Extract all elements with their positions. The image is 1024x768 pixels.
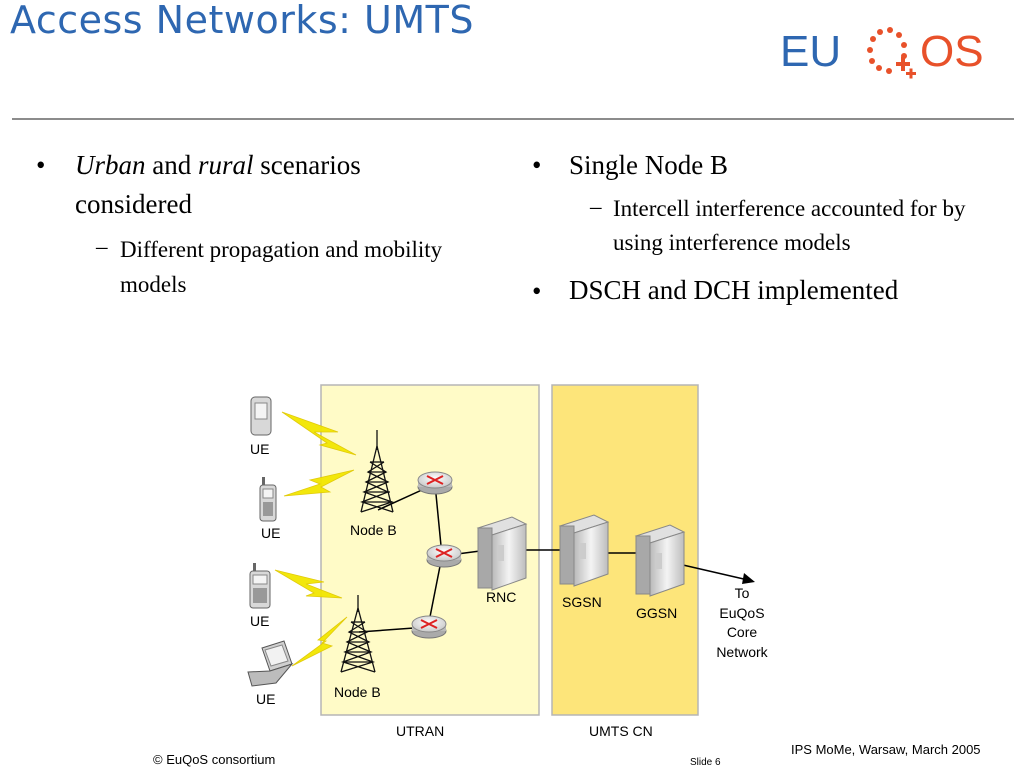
laptop-icon — [247, 640, 294, 687]
footer-copyright: © EuQoS consortium — [153, 752, 276, 767]
utran-label: UTRAN — [396, 723, 445, 739]
logo-text-os: OS — [920, 27, 984, 76]
bullet-dot: • — [532, 150, 542, 180]
bullet-dot: • — [532, 276, 542, 306]
ggsn-label: GGSN — [636, 605, 678, 621]
sub-bullet-interference: Intercell interference accounted for by … — [613, 196, 966, 255]
footer-event: IPS MoMe, Warsaw, March 2005 — [791, 742, 981, 757]
ue-label: UE — [250, 441, 270, 457]
lightning-icon — [281, 411, 357, 456]
router-icon — [426, 544, 462, 568]
antenna-tower-icon — [340, 595, 376, 673]
node-b-label: Node B — [334, 684, 381, 700]
sgsn-label: SGSN — [562, 594, 602, 610]
to-core-network-label: To EuQoS Core Network — [716, 585, 768, 660]
to-core-arrow — [682, 564, 749, 581]
lightning-icon — [291, 616, 348, 667]
sub-bullet-dash: – — [590, 194, 602, 219]
sgsn-server-icon — [558, 514, 610, 587]
rnc-label: RNC — [486, 589, 517, 605]
bullet-single-node-b: Single Node B — [569, 150, 728, 180]
footer-slide-number: Slide 6 — [690, 757, 721, 768]
bullet-dot: • — [36, 150, 46, 180]
ue-label: UE — [250, 613, 270, 629]
euqos-logo: EU OS — [780, 18, 1020, 88]
mobile-phone-icon — [259, 477, 277, 522]
radio-links — [274, 411, 357, 667]
antenna-tower-icon — [360, 430, 395, 513]
node-b-label: Node B — [350, 522, 397, 538]
ggsn-server-icon — [634, 524, 686, 597]
bullet-scenarios: Urban and rural scenarios considered — [75, 150, 361, 219]
rnc-server-icon — [476, 516, 528, 591]
sub-bullet-dash: – — [96, 234, 108, 259]
sub-bullet-models: Different propagation and mobility model… — [120, 237, 443, 297]
router-icon — [411, 615, 447, 639]
ue-label: UE — [261, 525, 281, 541]
logo-stars — [867, 27, 916, 79]
mobile-phone-icon — [249, 563, 271, 609]
umts-cn-label: UMTS CN — [589, 723, 653, 739]
logo-text-eu: EU — [780, 27, 841, 76]
pda-icon — [250, 396, 272, 436]
title-divider — [12, 118, 1014, 120]
bullet-dsch-dch: DSCH and DCH implemented — [569, 275, 899, 305]
lightning-icon — [274, 569, 343, 599]
lightning-icon — [283, 469, 355, 497]
router-icon — [417, 471, 453, 495]
ue-label: UE — [256, 691, 276, 707]
slide-title: Access Networks: UMTS — [10, 0, 474, 42]
